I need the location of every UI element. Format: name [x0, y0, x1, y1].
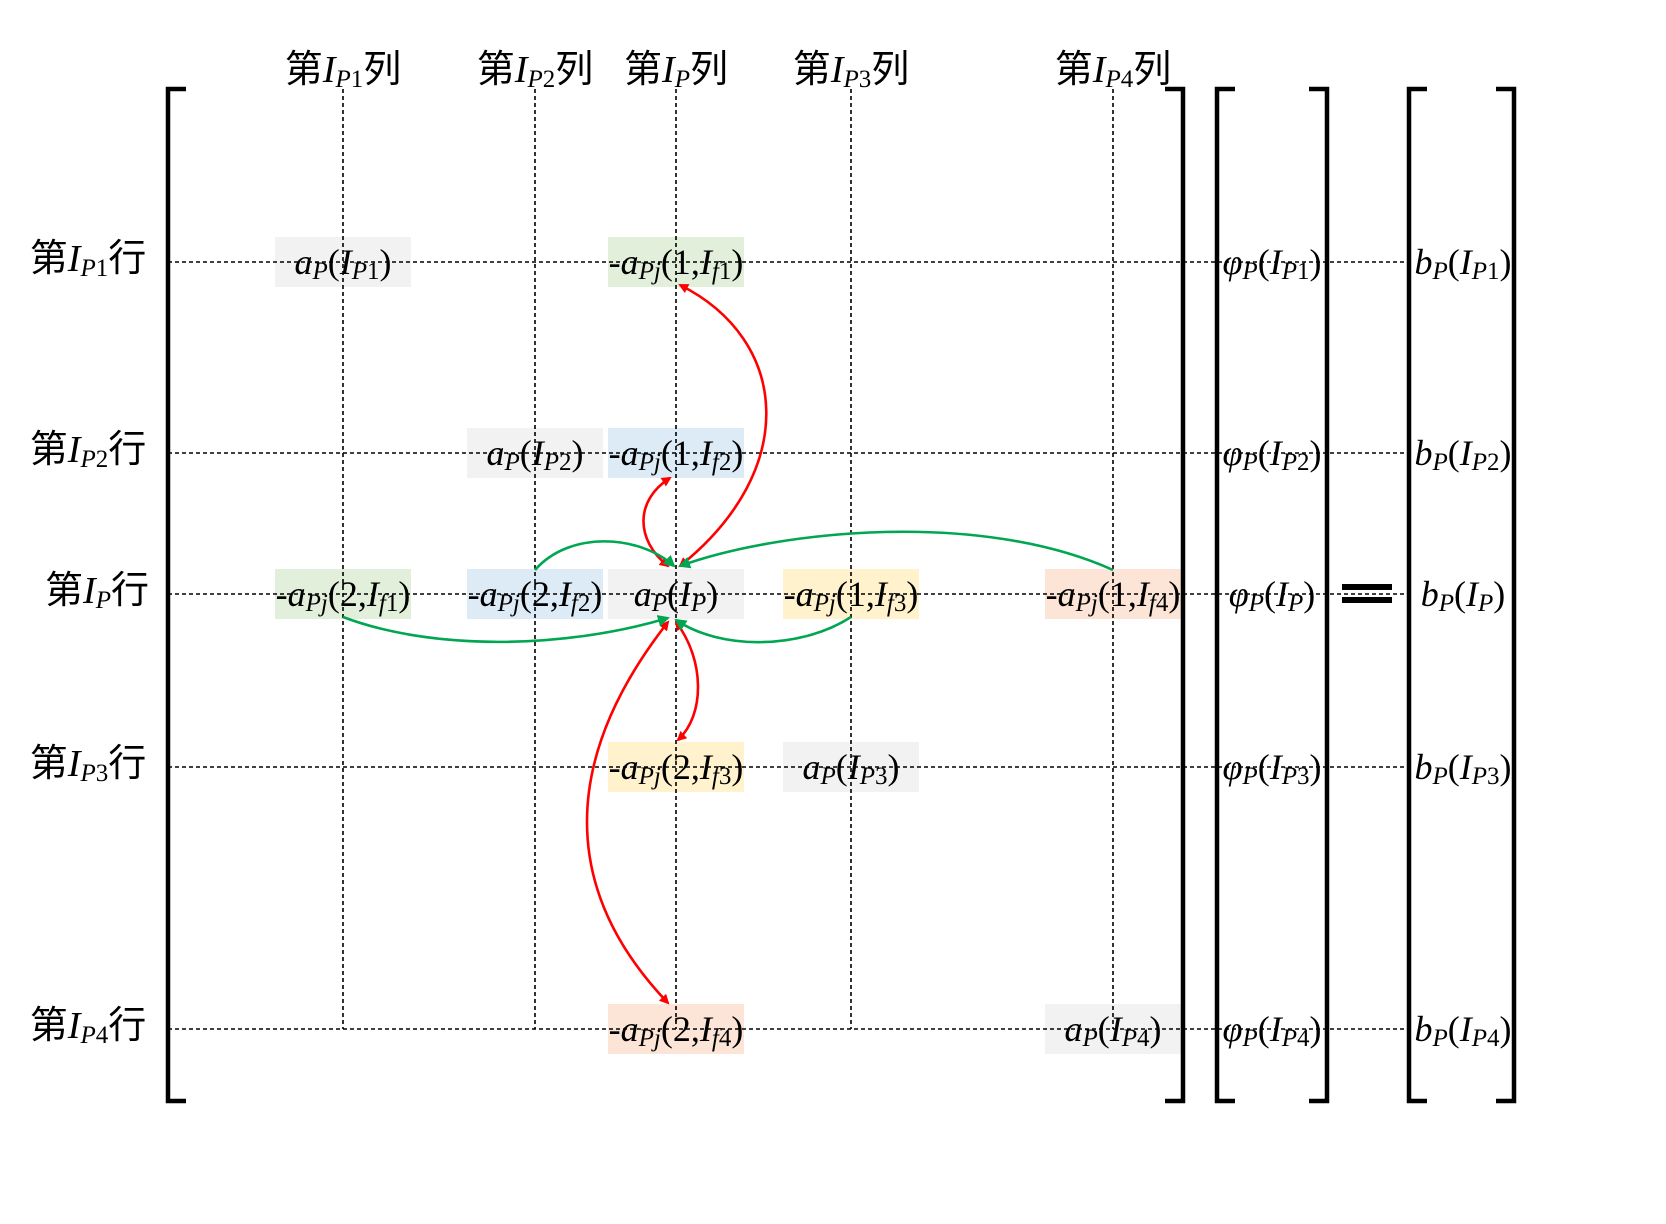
phi-right-bracket: [1309, 86, 1330, 1104]
phi-ip3-bg: [1220, 743, 1324, 791]
phi-left-bracket: [1214, 86, 1235, 1104]
arrow-if4-to-ap: [678, 530, 1114, 572]
cell-apj-2-if4: -aPj(2,If4): [609, 1009, 744, 1052]
text-layer: 第IP1列 第IP2列第IP列 第IP3列 第IP4列第IP1行第IP2行第IP行第I…: [30, 49, 1512, 1052]
phi-ip1-bg: [1220, 238, 1324, 286]
arrow-if3-to-ap: [674, 615, 852, 644]
cell-ap-ip4: aP(IP4): [1064, 1009, 1161, 1052]
b-ip2: bP(IP2): [1414, 433, 1511, 476]
matrix-left-bracket: [165, 86, 186, 1104]
arrows-layer: [342, 283, 1114, 1005]
cell-ap-ip1: aP(IP1): [294, 242, 391, 285]
b-ip2-bg: [1413, 429, 1513, 477]
b-right-bracket: [1496, 86, 1517, 1104]
equals-sign: =: [1342, 584, 1392, 603]
b-ip3: bP(IP3): [1414, 747, 1511, 790]
arrow-if2-to-ap: [534, 540, 676, 571]
phi-ip: φP(IP): [1229, 574, 1315, 617]
cell-apj-2-if3: -aPj(2,If3): [609, 747, 744, 790]
column-header-col-ip1: 第IP1列: [285, 49, 401, 93]
phi-ip2: φP(IP2): [1223, 433, 1322, 476]
cell-ap-ip2: aP(IP2): [486, 433, 583, 476]
arrow-if4-pair: [585, 620, 670, 1005]
b-left-bracket: [1406, 86, 1427, 1104]
row-header-row-ip: 第IP行: [45, 570, 149, 614]
arrow-if1-pair: [678, 283, 768, 568]
b-ip4: bP(IP4): [1414, 1009, 1511, 1052]
b-ip: bP(IP): [1421, 574, 1506, 617]
phi-ip-bg: [1220, 570, 1324, 618]
b-ip3-bg: [1413, 743, 1513, 791]
arrow-if1-to-ap: [342, 615, 670, 644]
column-header-col-ip2: 第IP2列: [477, 49, 593, 93]
cell-apj-2-if2: -aPj(2,If2): [468, 574, 603, 617]
cell-ap-ip3: aP(IP3): [802, 747, 899, 790]
row-header-row-ip4: 第IP4行: [30, 1005, 146, 1049]
column-header-col-ip3: 第IP3列: [793, 49, 909, 93]
arrow-if3-pair: [674, 620, 700, 742]
b-ip1-bg: [1413, 238, 1513, 286]
row-header-row-ip2: 第IP2行: [30, 429, 146, 473]
arrow-if2-pair: [642, 476, 672, 568]
cell-apj-1-if2: -aPj(1,If2): [609, 433, 744, 476]
cell-apj-1-if1: -aPj(1,If1): [609, 242, 744, 285]
row-header-row-ip3: 第IP3行: [30, 743, 146, 787]
column-header-col-ip: 第IP列: [624, 49, 728, 93]
cell-apj-2-if1: -aPj(2,If1): [276, 574, 411, 617]
b-ip4-bg: [1413, 1005, 1513, 1053]
phi-ip3: φP(IP3): [1223, 747, 1322, 790]
cell-apj-1-if3: -aPj(1,If3): [784, 574, 919, 617]
cell-apj-1-if4: -aPj(1,If4): [1046, 574, 1181, 617]
b-ip-bg: [1413, 570, 1513, 618]
matrix-right-bracket: [1165, 86, 1186, 1104]
phi-ip2-bg: [1220, 429, 1324, 477]
cell-ap-ip: aP(IP): [634, 574, 719, 617]
grid-lines-layer: [168, 89, 1410, 1030]
brackets-layer: [165, 86, 1517, 1104]
row-header-row-ip1: 第IP1行: [30, 238, 146, 282]
phi-ip4: φP(IP4): [1223, 1009, 1322, 1052]
b-ip1: bP(IP1): [1414, 242, 1511, 285]
phi-ip1: φP(IP1): [1223, 242, 1322, 285]
phi-ip4-bg: [1220, 1005, 1324, 1053]
column-header-col-ip4: 第IP4列: [1055, 49, 1171, 93]
